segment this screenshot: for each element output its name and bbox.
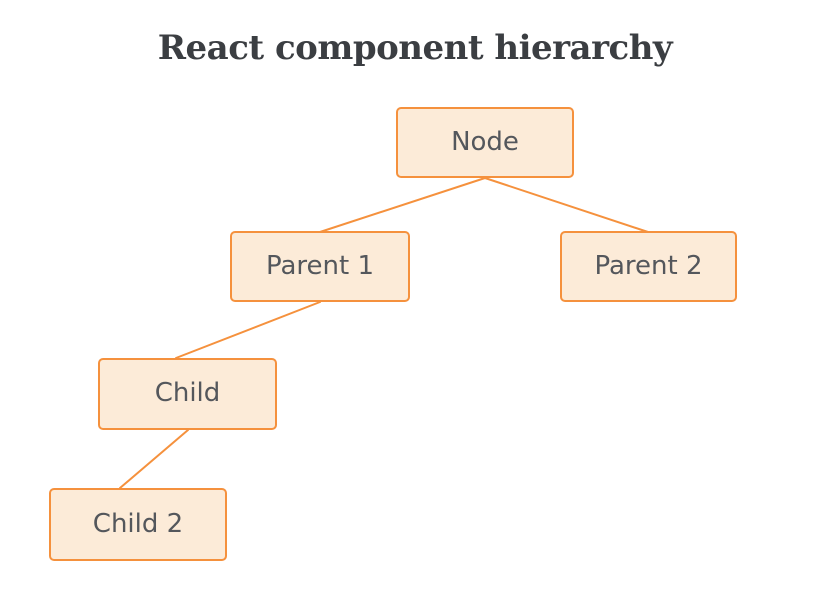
edge-parent-1-to-child bbox=[175, 301, 321, 359]
diagram-title: React component hierarchy bbox=[157, 28, 673, 68]
edge-node-to-parent-1 bbox=[319, 177, 486, 233]
tree-node-child[interactable]: Child bbox=[98, 358, 277, 430]
tree-node-node[interactable]: Node bbox=[396, 107, 574, 178]
tree-node-label-node: Node bbox=[451, 126, 519, 157]
tree-node-child-2[interactable]: Child 2 bbox=[49, 488, 227, 561]
tree-node-parent-2[interactable]: Parent 2 bbox=[560, 231, 737, 302]
tree-node-label-parent-2: Parent 2 bbox=[594, 250, 703, 281]
tree-node-label-child: Child bbox=[154, 378, 221, 408]
tree-node-label-child-2: Child 2 bbox=[92, 508, 184, 539]
edge-child-to-child-2 bbox=[119, 429, 189, 489]
tree-node-label-parent-1: Parent 1 bbox=[265, 250, 375, 281]
tree-node-parent-1[interactable]: Parent 1 bbox=[230, 231, 410, 302]
edge-node-to-parent-2 bbox=[484, 177, 649, 233]
